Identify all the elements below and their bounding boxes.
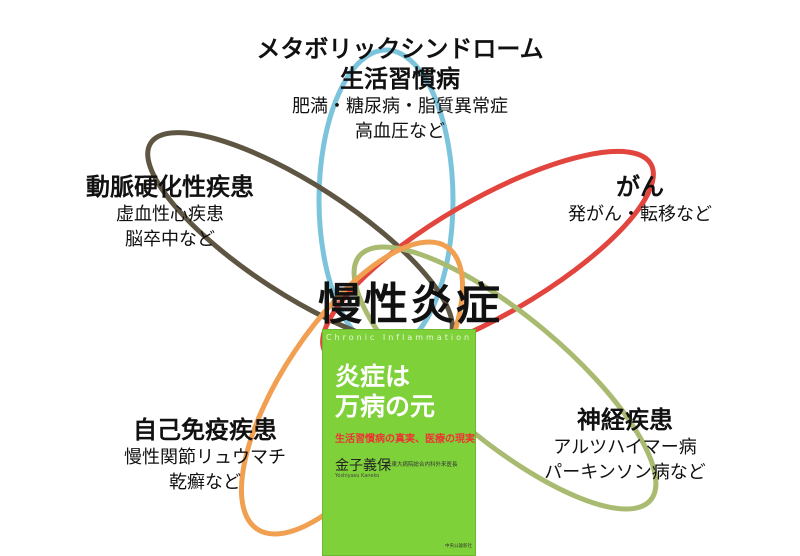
artery-title: 動脈硬化性疾患 [86,173,254,201]
neuro-title: 神経疾患 [577,406,673,434]
artery-line1: 虚血性心疾患 [116,204,224,225]
book-title-line1: 炎症は [335,362,411,391]
autoimmune-label: 自己免疫疾患 慢性関節リュウマチ 乾癬など [100,415,310,495]
metabolic-label: メタボリックシンドローム 生活習慣病 肥満・糖尿病・脂質異常症 高血圧など [250,34,550,144]
book-author: 金子義保 [335,458,391,474]
book-cover: Chronic Inflammation 炎症は 万病の元 生活習慣病の真実、医… [322,329,476,556]
metabolic-title1: メタボリックシンドローム [256,35,544,63]
metabolic-line1: 肥満・糖尿病・脂質異常症 [292,96,508,117]
cancer-label: がん 発がん・転移など [540,172,740,227]
center-label: 慢性炎症 [318,279,502,330]
book-title-line2: 万病の元 [335,392,436,421]
book-series: Chronic Inflammation [325,333,473,342]
artery-line2: 脳卒中など [125,229,215,250]
cancer-line1: 発がん・転移など [568,204,712,225]
metabolic-line2: 高血圧など [355,121,445,142]
book-title: 炎症は 万病の元 [335,362,435,422]
neuro-label: 神経疾患 アルツハイマー病 パーキンソン病など [520,405,730,485]
artery-label: 動脈硬化性疾患 虚血性心疾患 脳卒中など [60,172,280,252]
book-tagline: 生活習慣病の真実、医療の現実 [335,434,475,445]
autoimmune-line2: 乾癬など [169,472,241,493]
book-publisher: 中央公論新社 [445,544,472,549]
book-affiliation: 元東大病院総合内科外来医長 [386,462,458,468]
cancer-title: がん [616,173,664,201]
metabolic-title2: 生活習慣病 [340,65,460,93]
neuro-line2: パーキンソン病など [544,462,706,483]
autoimmune-title: 自己免疫疾患 [133,416,277,444]
neuro-line1: アルツハイマー病 [553,437,697,458]
autoimmune-line1: 慢性関節リュウマチ [124,447,286,468]
book-author-roman: Yoshiyasu Kaneko [335,473,380,479]
